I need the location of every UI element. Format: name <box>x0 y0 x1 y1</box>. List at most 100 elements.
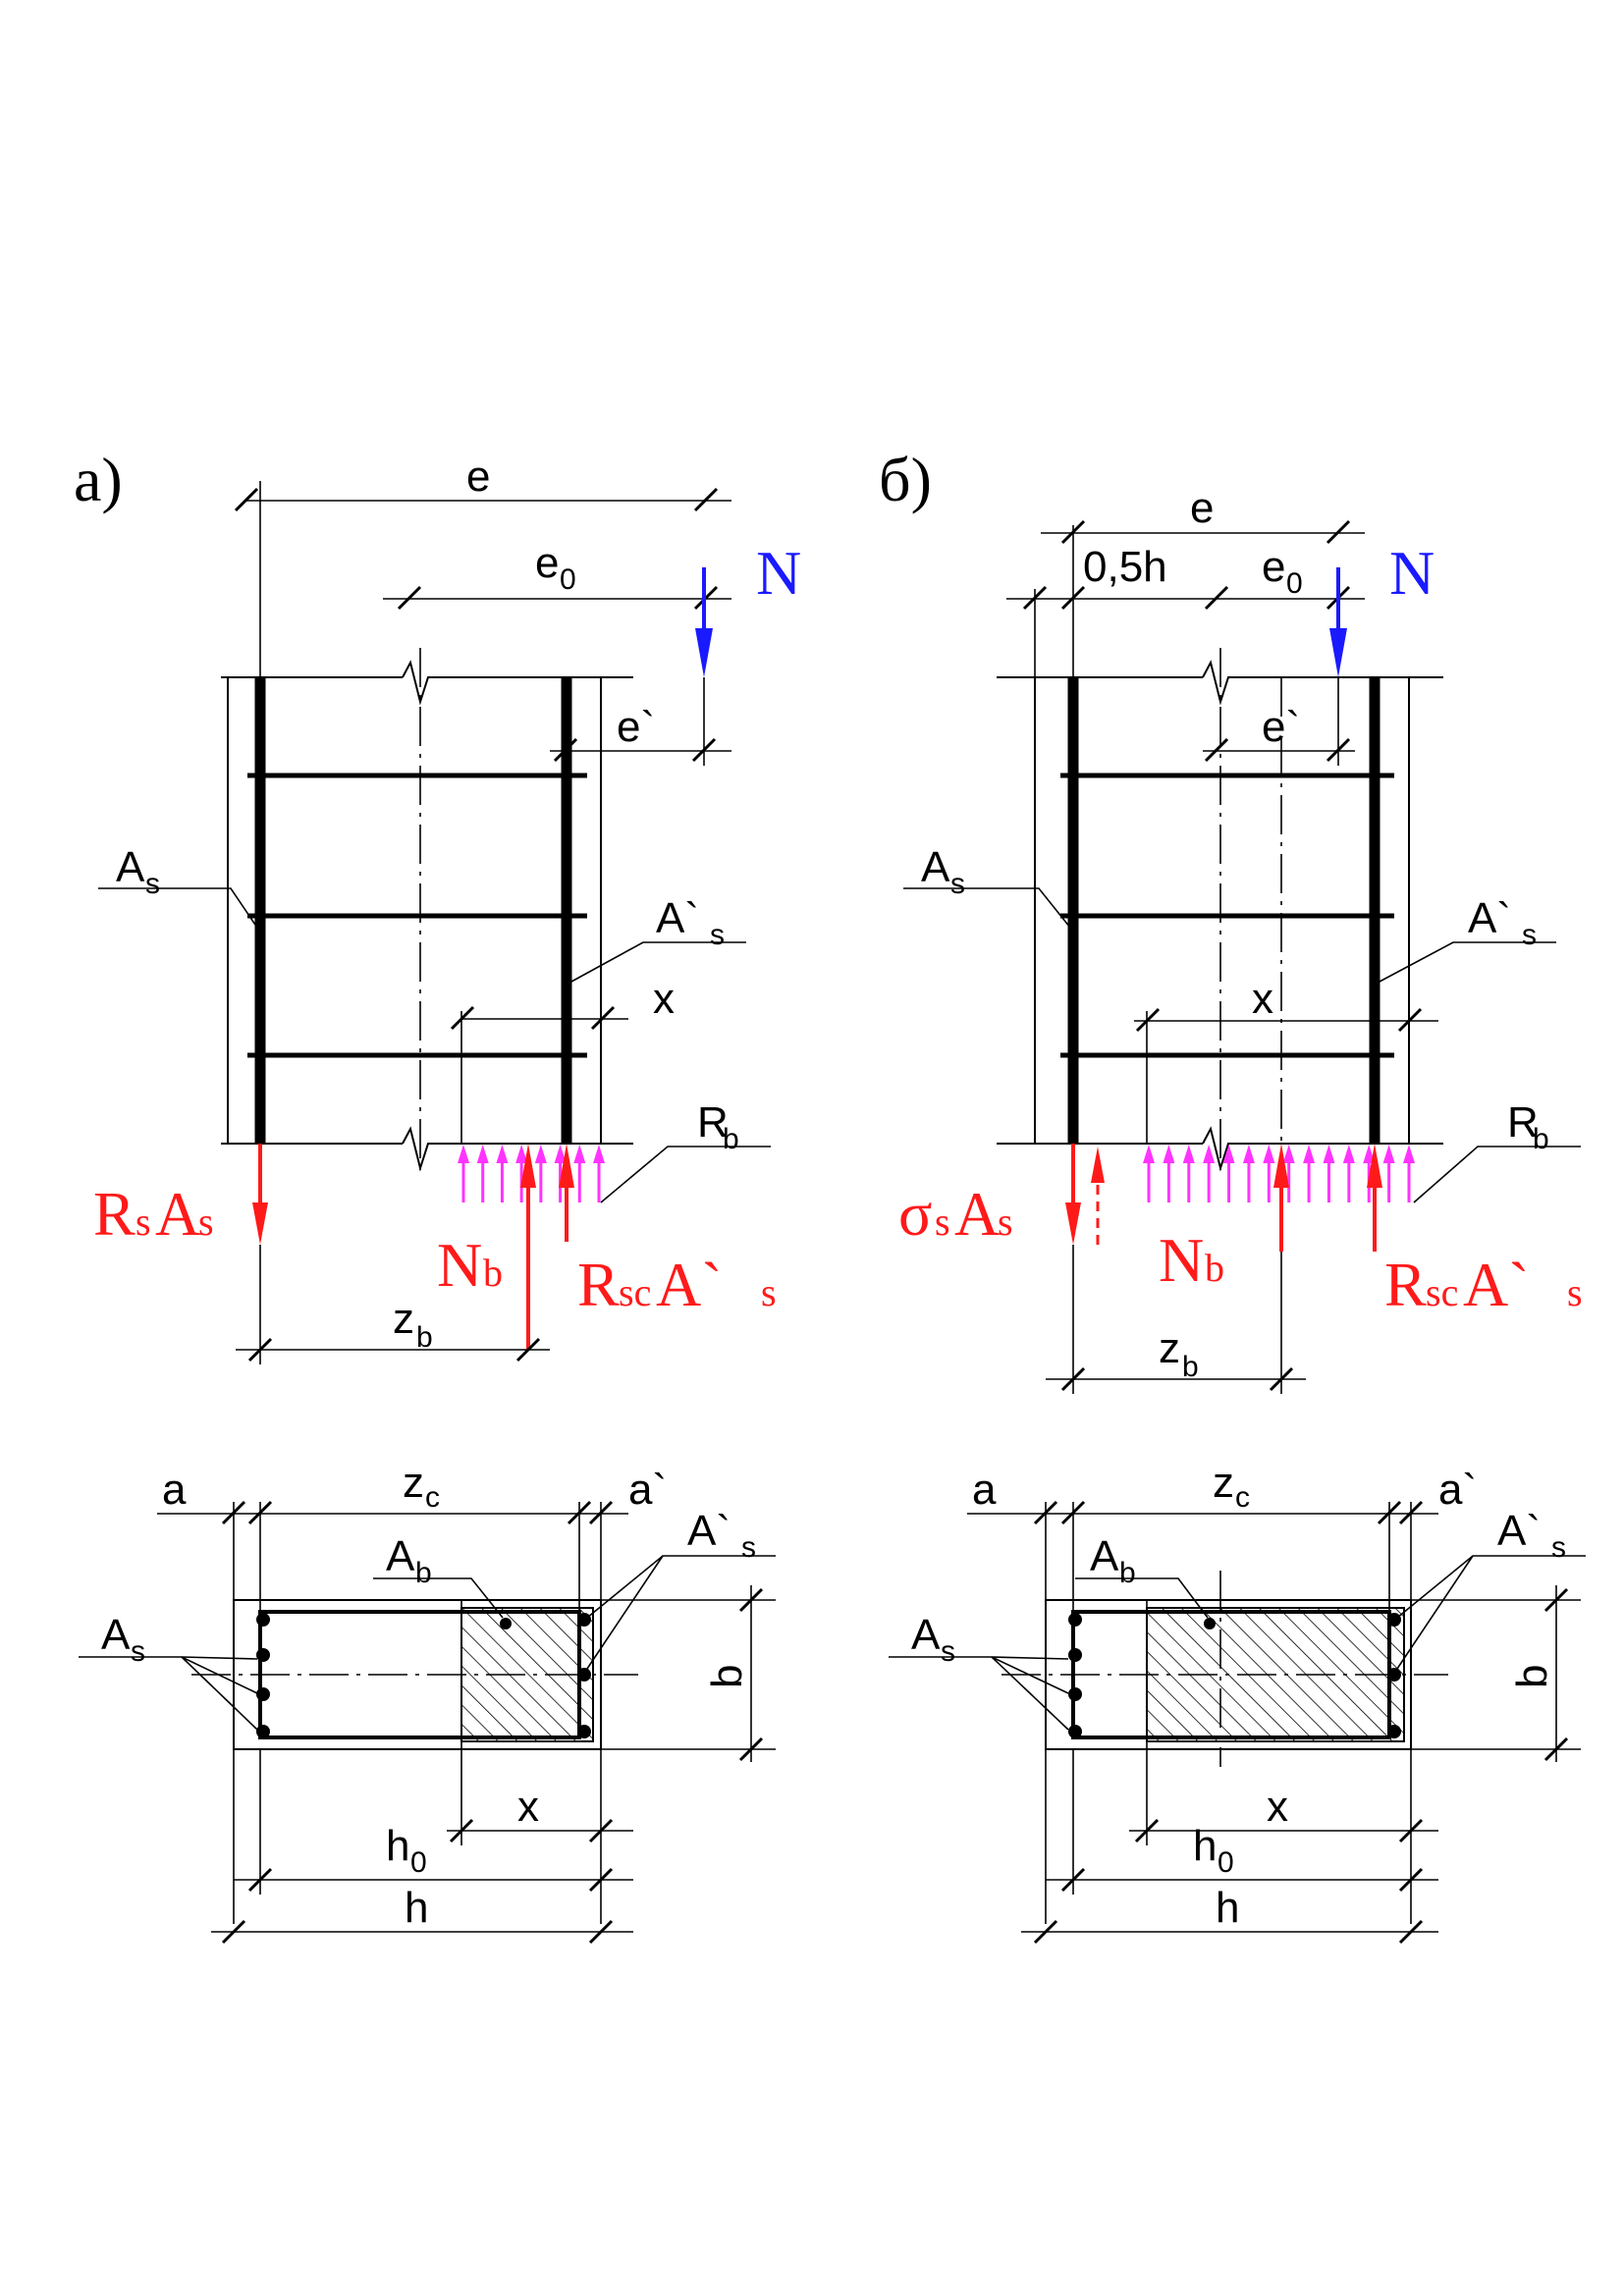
panel-b-As-label: A <box>921 843 950 891</box>
panel-a-RscAs-sub: sc <box>619 1270 651 1314</box>
section-b-As-callout: A s <box>889 1611 1069 1731</box>
panel-a-As-callout: A s <box>98 843 258 929</box>
section-a-dim-x: x <box>447 1749 633 1845</box>
section-b-As-sub: s <box>941 1635 955 1668</box>
panel-a-zb-label: z <box>393 1295 414 1343</box>
panel-a-RscAs-main: R <box>577 1250 620 1319</box>
section-b-Ab-callout: A b <box>1075 1532 1209 1619</box>
section-a-zc-label: z <box>403 1459 424 1507</box>
panel-b-sigmaAs-main2: A <box>954 1179 1000 1249</box>
panel-b-dim-x: x <box>1134 975 1438 1144</box>
stress-arrow-head <box>1382 1145 1395 1163</box>
section-a-Asprime-callout: A` s <box>586 1507 776 1670</box>
panel-b-dim-zb: z b <box>1046 1245 1306 1394</box>
section-b-x-label: x <box>1267 1783 1288 1831</box>
panel-a-dim-e: e <box>234 453 731 677</box>
section-b-h0-sub: 0 <box>1218 1846 1234 1879</box>
panel-a-N-label: N <box>756 538 801 608</box>
panel-a-RscAs-main2: A` <box>656 1250 723 1319</box>
section-b-dim-h0: h 0 <box>1046 1749 1438 1895</box>
panel-b-sigmaAs-force: σ s A s <box>898 1144 1105 1249</box>
panel-b-dim-e: e <box>1041 484 1365 545</box>
section-a-dim-h0: h 0 <box>234 1749 633 1895</box>
panel-a-Nb-force: N b <box>437 1144 536 1350</box>
panel-b-RscAs-sub2: s <box>1567 1270 1583 1314</box>
section-b-dim-top: a z c a` <box>967 1459 1477 1924</box>
section-a-h0-sub: 0 <box>410 1846 427 1879</box>
panel-a-Asprime-label: A` <box>656 894 699 942</box>
panel-b-As-callout: A s <box>903 843 1071 929</box>
panel-b-RscAs-main: R <box>1384 1250 1427 1319</box>
panel-b-RscAs-sub: sc <box>1426 1270 1458 1314</box>
stress-arrow-head <box>1263 1145 1275 1163</box>
section-a-h-label: h <box>405 1884 428 1932</box>
panel-a-dim-zb: z b <box>236 1245 550 1364</box>
panel-b-e0-sub: 0 <box>1286 567 1303 600</box>
section-b-Ab-sub: b <box>1119 1557 1136 1589</box>
section-a-zc-sub: c <box>425 1481 440 1514</box>
panel-b-Asprime-label: A` <box>1468 894 1511 942</box>
stress-arrow-head <box>1222 1145 1235 1163</box>
panel-a-dim-x: x <box>450 975 675 1144</box>
section-b-dim-b: b <box>1411 1585 1581 1762</box>
panel-b-As-sub: s <box>950 868 965 900</box>
section-a-outline <box>233 1599 602 1750</box>
section-a-As-callout: A s <box>79 1611 258 1731</box>
panel-a-label: а) <box>74 445 123 514</box>
panel-b-column <box>997 648 1443 1188</box>
section-a: a z c a` A b A` s <box>79 1459 776 1945</box>
panel-b-e-label: e <box>1190 484 1214 532</box>
panel-a-Rb-sub: b <box>723 1123 739 1155</box>
section-b-a-label: a <box>972 1466 997 1514</box>
section-b-Asprime-callout: A` s <box>1396 1507 1586 1670</box>
stress-arrow-head <box>1182 1145 1195 1163</box>
panel-b-RscAs-main2: A` <box>1463 1250 1530 1319</box>
panel-b-sigmaAs-sub: s <box>935 1200 950 1244</box>
panel-a-Rb-callout: R b <box>600 1098 771 1203</box>
section-a-As-label: A <box>101 1611 131 1659</box>
panel-b-N-load: N <box>1329 538 1435 677</box>
section-a-dim-top: a z c a` <box>157 1459 667 1924</box>
stress-arrow-head <box>1363 1145 1376 1163</box>
section-a-a-label: a <box>162 1466 187 1514</box>
panel-a-N-load: N <box>695 538 801 677</box>
stress-arrow-head <box>573 1145 586 1163</box>
stress-arrow-head <box>1323 1145 1335 1163</box>
section-a-dim-b: b <box>601 1585 776 1762</box>
panel-a-Asprime-sub: s <box>710 919 725 951</box>
panel-b-Rb-sub: b <box>1533 1123 1549 1155</box>
section-b-h0-label: h <box>1193 1822 1217 1870</box>
panel-a-Nb-main: N <box>437 1230 482 1300</box>
section-a-h0-label: h <box>386 1822 409 1870</box>
panel-a: а) e e 0 N e` <box>74 445 801 1364</box>
section-b: a z c a` A b A` s <box>889 1459 1586 1945</box>
stress-arrow-head <box>593 1145 605 1163</box>
section-a-bars <box>256 1613 591 1738</box>
section-a-Asprime-label: A` <box>687 1507 731 1555</box>
section-b-outline <box>1045 1599 1412 1750</box>
panel-b-x-label: x <box>1252 975 1273 1023</box>
section-a-aprime-label: a` <box>628 1466 667 1514</box>
section-b-bars <box>1068 1613 1401 1738</box>
panel-a-Asprime-callout: A` s <box>570 894 746 983</box>
section-a-Ab-sub: b <box>415 1557 432 1589</box>
section-b-b-label: b <box>1508 1665 1556 1688</box>
panel-b-sigmaAs-sub2: s <box>998 1200 1013 1244</box>
panel-a-RsAs-sub: s <box>135 1200 151 1244</box>
stress-arrow-head <box>476 1145 489 1163</box>
section-b-Asprime-sub: s <box>1551 1531 1566 1564</box>
section-b-dim-x: x <box>1129 1749 1438 1845</box>
panel-a-Rb-label: R <box>697 1098 729 1147</box>
section-b-Asprime-label: A` <box>1497 1507 1541 1555</box>
stress-arrow-head <box>1203 1145 1216 1163</box>
stress-arrow-head <box>534 1145 547 1163</box>
panel-b-dim-eprime: e` <box>1203 677 1355 766</box>
section-a-Asprime-sub: s <box>741 1531 756 1564</box>
panel-b-Rb-callout: R b <box>1413 1098 1581 1203</box>
panel-b-dim-halfh-e0: 0,5h e 0 <box>1006 525 1365 1144</box>
section-b-zc-label: z <box>1213 1459 1234 1507</box>
panel-a-RscAs-force: R sc A` s <box>559 1144 777 1319</box>
stress-arrow-head <box>515 1145 528 1163</box>
panel-a-e-label: e <box>466 453 490 501</box>
